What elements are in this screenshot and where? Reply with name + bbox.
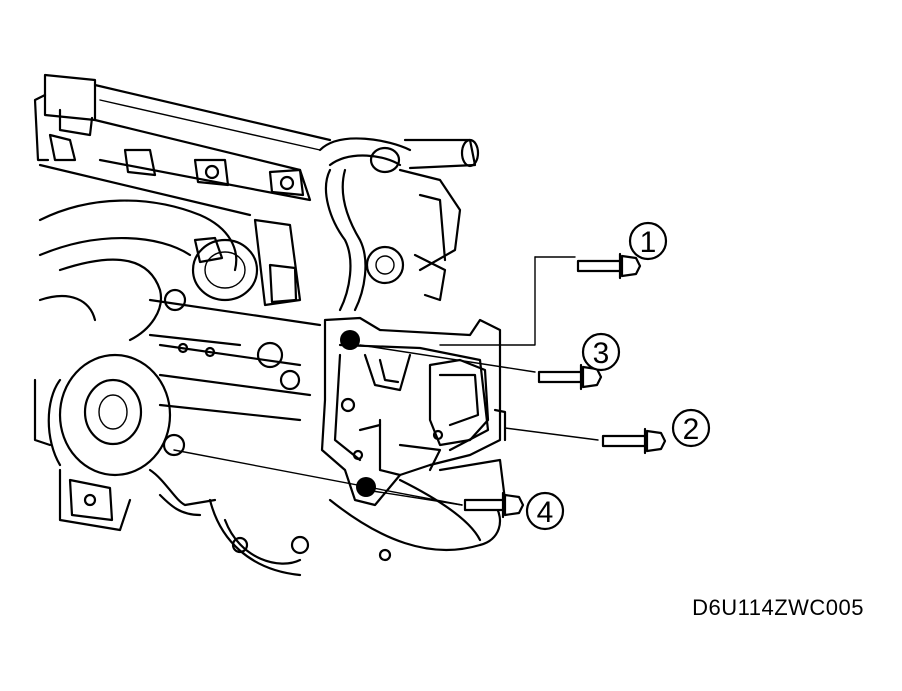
callout-3: 3 (581, 332, 621, 372)
bolt-2 (601, 427, 667, 455)
engine-mount-bracket (320, 316, 507, 507)
engine-block-illustration (33, 73, 507, 577)
bolt-hole-3 (340, 330, 360, 350)
callout-2: 2 (671, 408, 711, 448)
figure-code: D6U114ZWC005 (692, 595, 864, 620)
callout-4-label: 4 (537, 496, 554, 529)
callout-4: 4 (525, 491, 565, 531)
bolt-1 (576, 252, 642, 280)
callout-1: 1 (628, 221, 668, 261)
bolt-4 (463, 491, 525, 519)
callout-3-label: 3 (593, 337, 610, 370)
leader-lines (173, 256, 599, 506)
bolt-3 (537, 363, 603, 391)
callout-2-label: 2 (683, 413, 700, 446)
callout-1-label: 1 (640, 226, 657, 259)
